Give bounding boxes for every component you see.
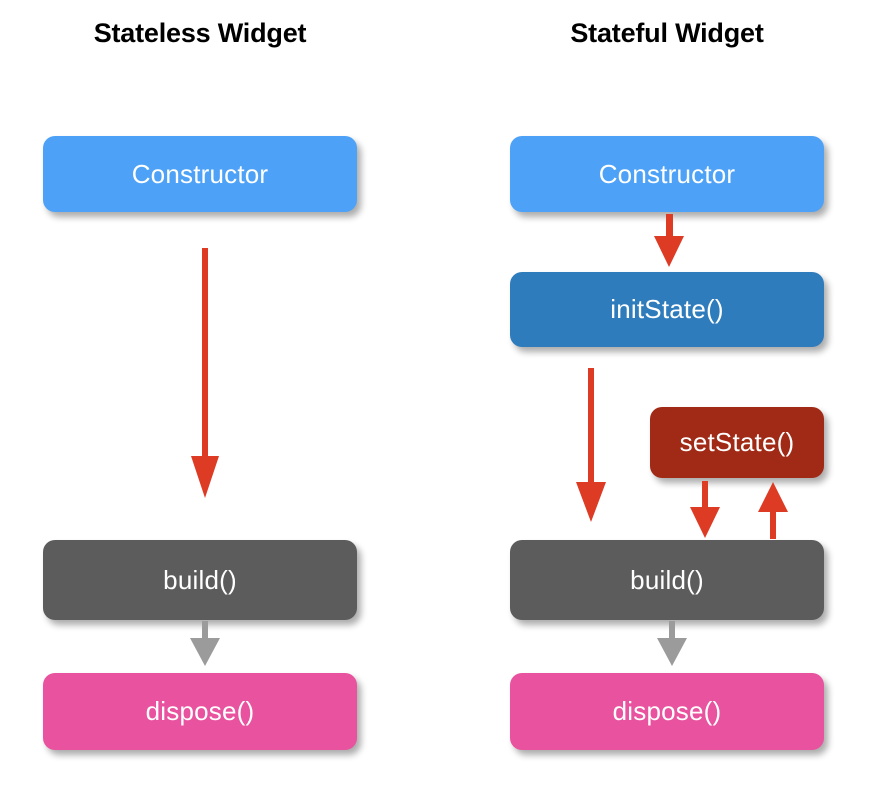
arrow-stateful-build-to-setstate — [757, 481, 789, 539]
node-stateful-setstate[interactable]: setState() — [650, 407, 824, 478]
arrow-stateless-build-to-dispose — [188, 621, 222, 667]
arrow-stateful-build-to-dispose — [655, 621, 689, 667]
node-stateful-build[interactable]: build() — [510, 540, 824, 620]
column-header-stateful: Stateful Widget — [570, 18, 764, 48]
column-header-stateless: Stateless Widget — [93, 18, 307, 48]
node-stateless-constructor[interactable]: Constructor — [43, 136, 357, 212]
node-stateless-dispose[interactable]: dispose() — [43, 673, 357, 750]
node-stateless-build[interactable]: build() — [43, 540, 357, 620]
node-stateful-constructor[interactable]: Constructor — [510, 136, 824, 212]
node-stateful-initstate[interactable]: initState() — [510, 272, 824, 347]
node-stateful-dispose[interactable]: dispose() — [510, 673, 824, 750]
arrow-stateful-constructor-to-initstate — [652, 214, 686, 268]
arrow-stateless-constructor-to-build — [187, 248, 223, 500]
arrow-stateful-setstate-to-build — [689, 481, 721, 539]
arrow-stateful-initstate-to-build — [573, 368, 609, 524]
